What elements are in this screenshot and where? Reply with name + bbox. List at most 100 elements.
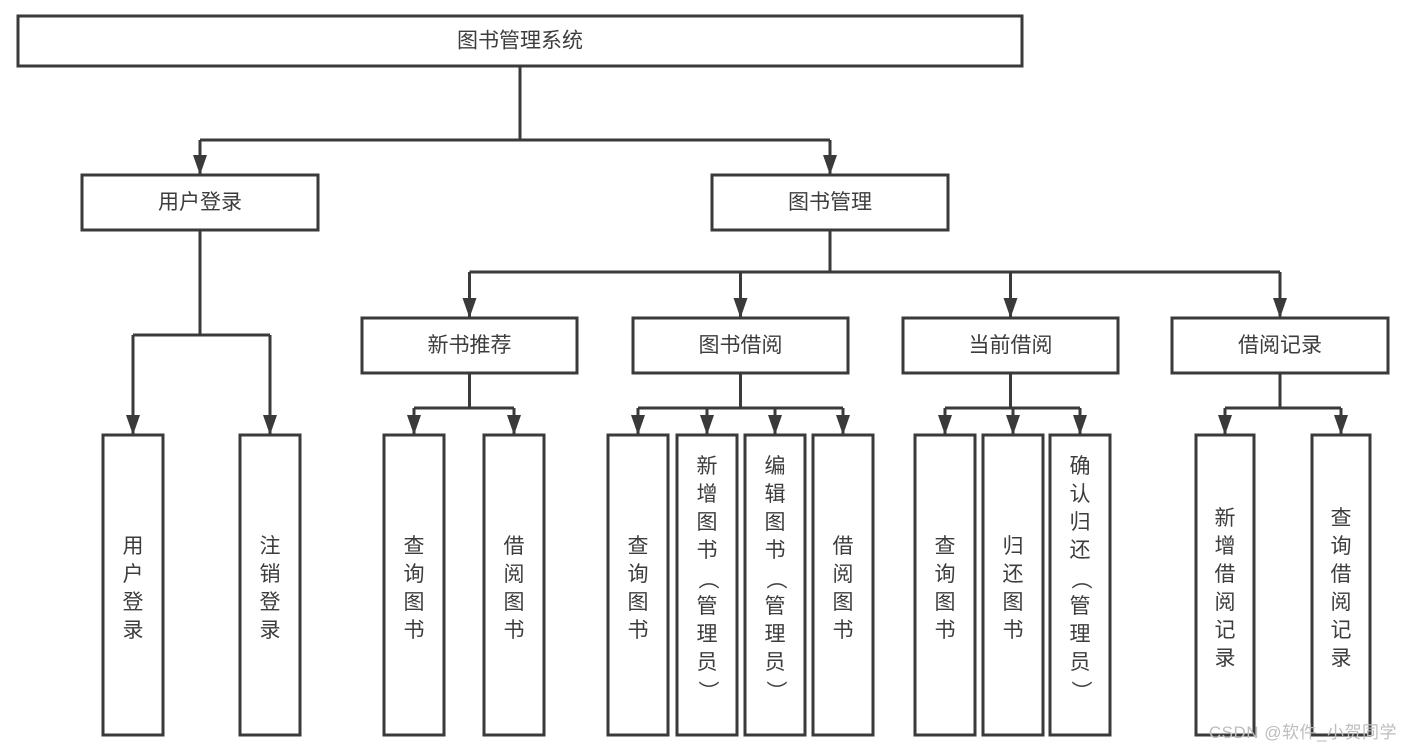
connector-arrow-icon: [631, 415, 645, 435]
node-label-char: 图: [935, 591, 956, 614]
node-label-char: 图: [628, 591, 649, 614]
node-borrow-record[interactable]: 借阅记录: [1170, 316, 1390, 375]
node-label-char: 记: [1331, 619, 1352, 642]
node-label: 新书推荐: [428, 334, 512, 357]
node-label-char: 书: [628, 619, 649, 642]
node-box: [981, 433, 1045, 737]
node-box: [675, 433, 739, 737]
node-label-char: 阅: [833, 563, 854, 586]
node-label-char: 阅: [1331, 591, 1352, 614]
node-box: [80, 173, 320, 232]
node-label-char: 阅: [1215, 591, 1236, 614]
node-label-char: 销: [260, 563, 281, 586]
connector-arrow-icon: [1334, 415, 1348, 435]
node-leaf-user-login[interactable]: 用户登录: [101, 433, 165, 737]
node-label-char: 用: [123, 535, 144, 558]
node-label-char: 理: [765, 623, 786, 646]
node-label-char: 辑: [765, 483, 786, 506]
node-label-char: 书: [1003, 619, 1024, 642]
node-box: [710, 173, 950, 232]
node-new-book-rec[interactable]: 新书推荐: [360, 316, 579, 375]
node-label-char: 书: [697, 539, 718, 562]
connector-arrow-icon: [1003, 298, 1018, 318]
node-label-char: （: [764, 569, 787, 590]
node-label-char: 图: [765, 511, 786, 534]
node-book-manage[interactable]: 图书管理: [710, 173, 950, 232]
node-label-char: 书: [504, 619, 525, 642]
node-label: 当前借阅: [969, 334, 1053, 357]
node-box: [1310, 433, 1372, 737]
node-label-char: 员: [1070, 651, 1091, 674]
node-label-char: 新: [697, 455, 718, 478]
node-label-char: 增: [697, 483, 718, 506]
node-label: 图书管理系统: [457, 30, 583, 53]
node-label-char: 借: [504, 535, 525, 558]
node-label-char: 登: [123, 591, 144, 614]
node-label-char: 归: [1070, 511, 1091, 534]
node-label-char: 户: [123, 563, 144, 586]
connector-arrow-icon: [823, 155, 837, 175]
node-label-char: 新: [1215, 507, 1236, 530]
node-label: 用户登录: [123, 535, 144, 642]
node-label-char: 员: [697, 651, 718, 674]
node-label-char: 图: [404, 591, 425, 614]
node-label-char: 图: [833, 591, 854, 614]
connector-arrow-icon: [126, 415, 140, 435]
node-label-char: 查: [628, 535, 649, 558]
node-box: [901, 316, 1120, 375]
node-root[interactable]: 图书管理系统: [16, 14, 1024, 68]
connector-arrow-icon: [1073, 415, 1087, 435]
node-label-char: 图: [697, 511, 718, 534]
node-book-borrow[interactable]: 图书借阅: [631, 316, 850, 375]
node-label: 用户登录: [158, 191, 242, 214]
node-user-login[interactable]: 用户登录: [80, 173, 320, 232]
connector-arrow-icon: [1218, 415, 1232, 435]
node-current-borrow[interactable]: 当前借阅: [901, 316, 1120, 375]
node-box: [101, 433, 165, 737]
node-box: [482, 433, 546, 737]
node-label-char: 询: [628, 563, 649, 586]
node-box: [382, 433, 446, 737]
node-box: [913, 433, 977, 737]
node-label-char: 管: [765, 595, 786, 618]
node-label-char: 图: [504, 591, 525, 614]
connector-arrow-icon: [462, 298, 477, 318]
connector-arrow-icon: [407, 415, 421, 435]
connector-arrow-icon: [507, 415, 521, 435]
connector-arrow-icon: [733, 298, 748, 318]
node-box: [631, 316, 850, 375]
node-label-char: 查: [935, 535, 956, 558]
node-label-char: 书: [833, 619, 854, 642]
node-label-char: 录: [1331, 647, 1352, 670]
node-label-char: （: [696, 569, 719, 590]
node-label-char: 增: [1215, 535, 1236, 558]
node-label-char: 询: [935, 563, 956, 586]
node-label-char: 录: [260, 619, 281, 642]
node-box: [743, 433, 807, 737]
node-label-char: 登: [260, 591, 281, 614]
node-box: [360, 316, 579, 375]
node-label-char: 借: [1215, 563, 1236, 586]
watermark-label: CSDN @软件_小贺同学: [1208, 723, 1397, 742]
